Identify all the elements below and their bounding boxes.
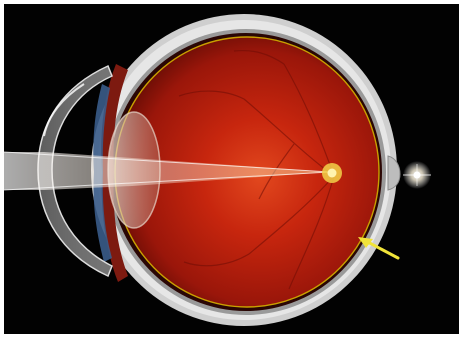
eye-figure (4, 4, 459, 334)
light-source-star-icon (403, 161, 431, 189)
eye-illustration (4, 4, 459, 334)
optic-nerve (388, 156, 400, 190)
focal-spot (322, 163, 342, 183)
